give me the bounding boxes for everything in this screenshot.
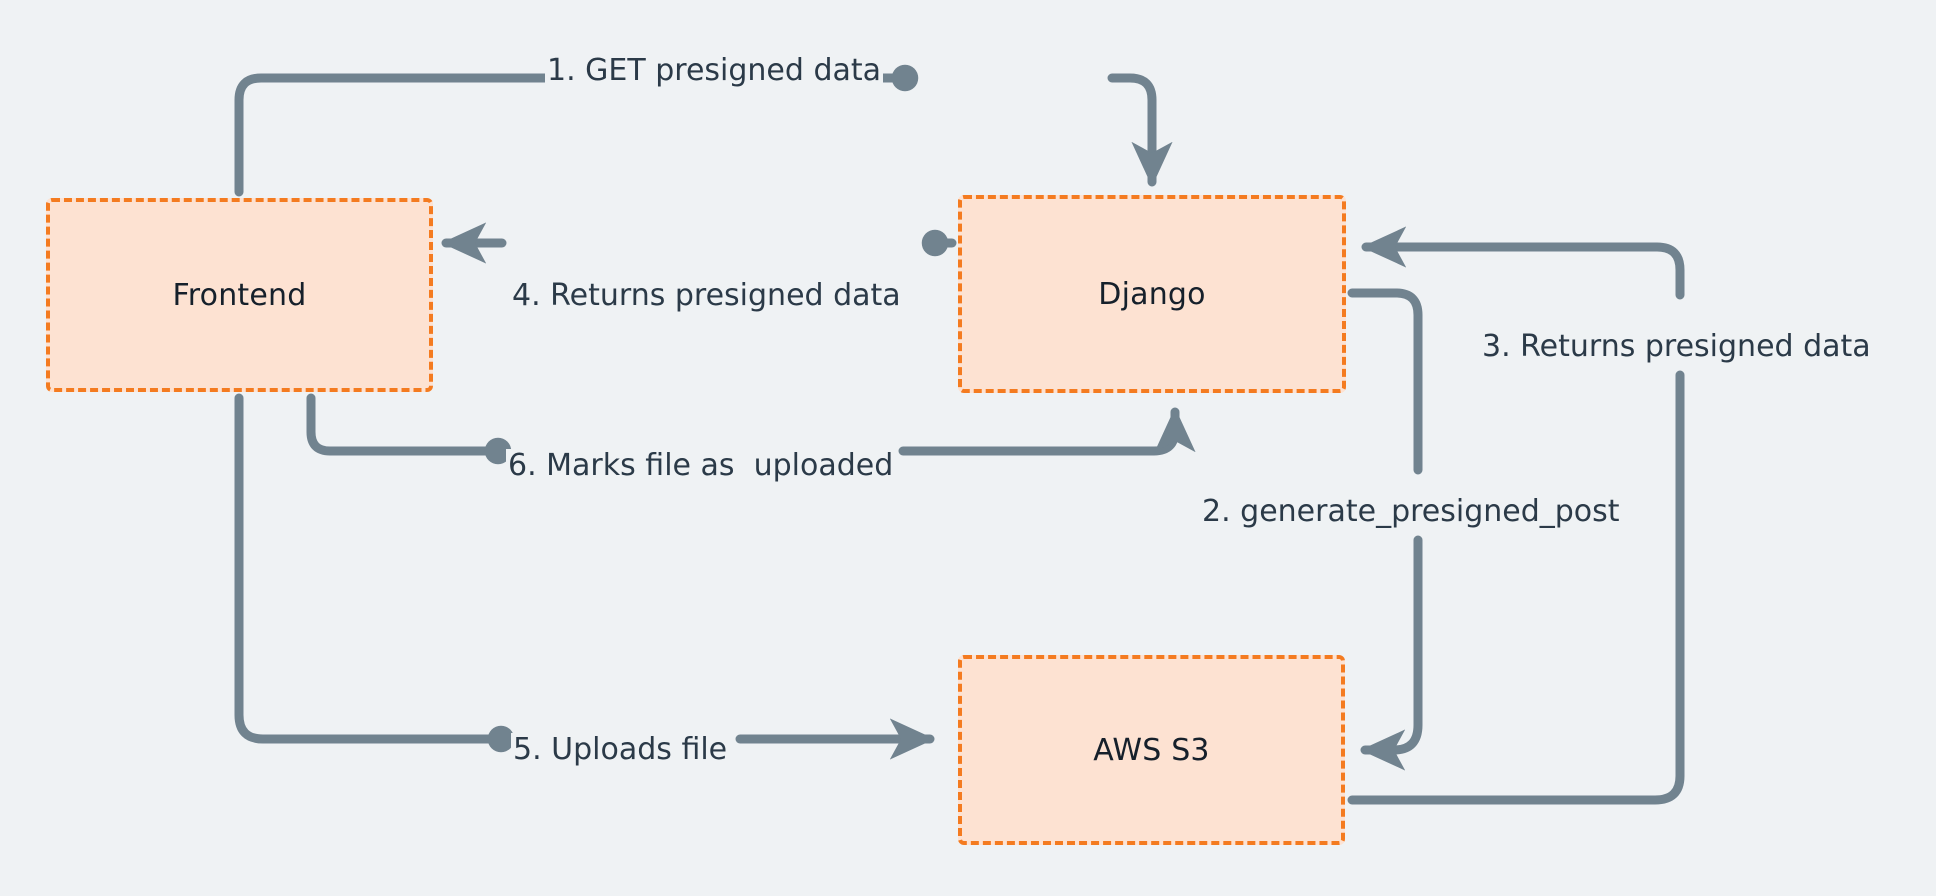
edge-label-5: 5. Uploads file [511, 731, 730, 767]
node-frontend-label: Frontend [172, 277, 307, 313]
edge-path-6 [306, 393, 512, 465]
node-frontend[interactable]: Frontend [46, 198, 433, 392]
edge-label-4: 4. Returns presigned data [510, 277, 903, 313]
edge-path-1b [1107, 73, 1173, 187]
node-django-label: Django [1098, 276, 1206, 312]
edge-label-1: 1. GET presigned data [545, 52, 884, 88]
node-django[interactable]: Django [958, 195, 1346, 393]
node-aws-s3[interactable]: AWS S3 [958, 655, 1345, 845]
edge-path-3 [1347, 370, 1685, 805]
edge-label-6: 6. Marks file as uploaded [506, 447, 896, 483]
node-aws-s3-label: AWS S3 [1093, 732, 1210, 768]
edge-path-5 [234, 393, 515, 753]
edge-path-6b [898, 407, 1196, 456]
edge-path-2 [1347, 288, 1423, 475]
edge-label-3: 3. Returns presigned data [1480, 328, 1873, 364]
edge-path-2b [1360, 535, 1423, 771]
edge-path-3b [1361, 226, 1685, 300]
edge-path-1 [234, 64, 919, 197]
edge-label-2: 2. generate_presigned_post [1200, 493, 1622, 529]
